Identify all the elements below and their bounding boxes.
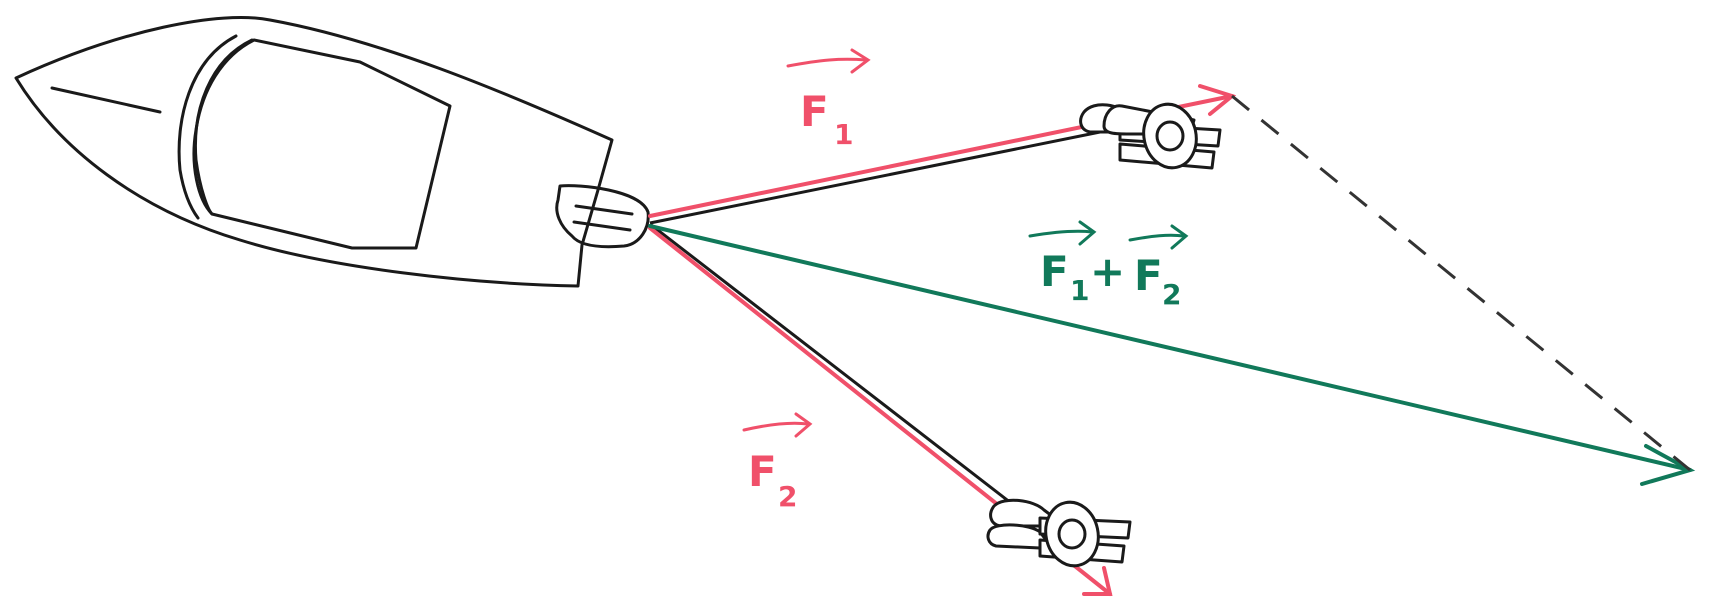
swimmer-icon [1079, 102, 1222, 170]
resultant-label-f1-sub: 1 [1070, 274, 1089, 307]
f1-label-sub: 1 [834, 118, 853, 151]
resultant-label-f2-sub: 2 [1162, 278, 1181, 311]
swimmer-icon [986, 498, 1132, 568]
resultant-vector-arrow [648, 224, 1696, 486]
resultant-label-f2-main: F [1134, 251, 1163, 300]
boat-icon [14, 15, 650, 288]
resultant-label-f1-main: F [1040, 247, 1069, 296]
resultant-label-plus: + [1090, 247, 1125, 296]
f2-label: F 2 [742, 412, 813, 513]
f2-label-main: F [748, 447, 777, 496]
f1-label: F 1 [786, 48, 871, 151]
dashed-construction-line [1231, 94, 1691, 472]
f2-label-sub: 2 [778, 480, 797, 513]
resultant-label: F 1 + F 2 [1028, 220, 1189, 311]
f1-label-main: F [800, 87, 829, 136]
